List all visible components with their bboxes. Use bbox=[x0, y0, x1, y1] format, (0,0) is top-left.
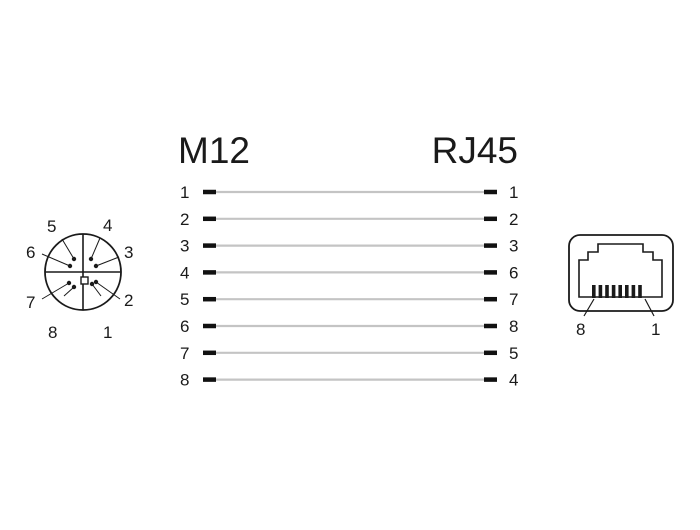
rj45-contact bbox=[625, 285, 629, 298]
m12-pin-leader bbox=[95, 281, 121, 300]
rj45-contact bbox=[598, 285, 603, 298]
m12-pin-number: 4 bbox=[180, 263, 189, 282]
m12-pin-label: 3 bbox=[124, 243, 133, 262]
rj45-connector-icon: 8 1 bbox=[568, 234, 674, 339]
rj45-pin-number: 4 bbox=[509, 371, 518, 390]
m12-pin-label: 1 bbox=[103, 323, 112, 342]
m12-pin-label: 6 bbox=[26, 243, 35, 262]
rj45-label-1: 1 bbox=[651, 320, 660, 339]
m12-title: M12 bbox=[178, 130, 250, 171]
rj45-contact bbox=[631, 285, 636, 298]
rj45-title: RJ45 bbox=[432, 130, 518, 171]
m12-pin-leader bbox=[41, 253, 71, 267]
m12-pin-leader bbox=[41, 282, 70, 300]
m12-pin: 8 bbox=[48, 284, 77, 342]
rj45-pin-number: 5 bbox=[509, 344, 518, 363]
m12-pin-label: 4 bbox=[103, 216, 112, 235]
m12-pin-leader bbox=[90, 237, 101, 260]
rj45-pin-number: 8 bbox=[509, 317, 518, 336]
m12-pin-leader bbox=[91, 283, 102, 297]
m12-pin-label: 5 bbox=[47, 217, 56, 236]
m12-connector-icon: 12 34 56 78 bbox=[26, 216, 133, 342]
m12-pin-leader bbox=[61, 238, 75, 260]
m12-pin-number: 3 bbox=[180, 237, 189, 256]
rj45-label-8: 8 bbox=[576, 320, 585, 339]
m12-pin: 1 bbox=[89, 281, 112, 342]
m12-pin: 3 bbox=[93, 243, 133, 269]
rj45-pin-number: 6 bbox=[509, 263, 518, 282]
m12-pin: 4 bbox=[88, 216, 112, 262]
rj45-pin-number: 2 bbox=[509, 210, 518, 229]
m12-pin-number: 5 bbox=[180, 290, 189, 309]
rj45-contact bbox=[618, 285, 622, 298]
m12-pin-label: 7 bbox=[26, 293, 35, 312]
m12-pin-label: 2 bbox=[124, 291, 133, 310]
m12-pin-number: 8 bbox=[180, 371, 189, 390]
rj45-pin-number: 3 bbox=[509, 237, 518, 256]
m12-pin-leader bbox=[95, 256, 120, 267]
rj45-pin-number: 7 bbox=[509, 290, 518, 309]
m12-pin: 7 bbox=[26, 280, 72, 312]
rj45-contact bbox=[592, 285, 596, 298]
m12-pin: 2 bbox=[93, 279, 133, 310]
m12-pin-label: 8 bbox=[48, 323, 57, 342]
m12-pin-number: 6 bbox=[180, 317, 189, 336]
m12-pin-number: 7 bbox=[180, 344, 189, 363]
rj45-pin-number: 1 bbox=[509, 183, 518, 202]
rj45-contact bbox=[605, 285, 609, 298]
m12-pin-number: 1 bbox=[180, 183, 189, 202]
m12-pin-leader bbox=[63, 286, 75, 297]
rj45-contact bbox=[611, 285, 616, 298]
m12-pin-number: 2 bbox=[180, 210, 189, 229]
m12-pin: 5 bbox=[47, 217, 77, 262]
rj45-contact bbox=[638, 285, 642, 298]
m12-pin: 6 bbox=[26, 243, 73, 269]
rj45-contacts bbox=[592, 285, 642, 298]
